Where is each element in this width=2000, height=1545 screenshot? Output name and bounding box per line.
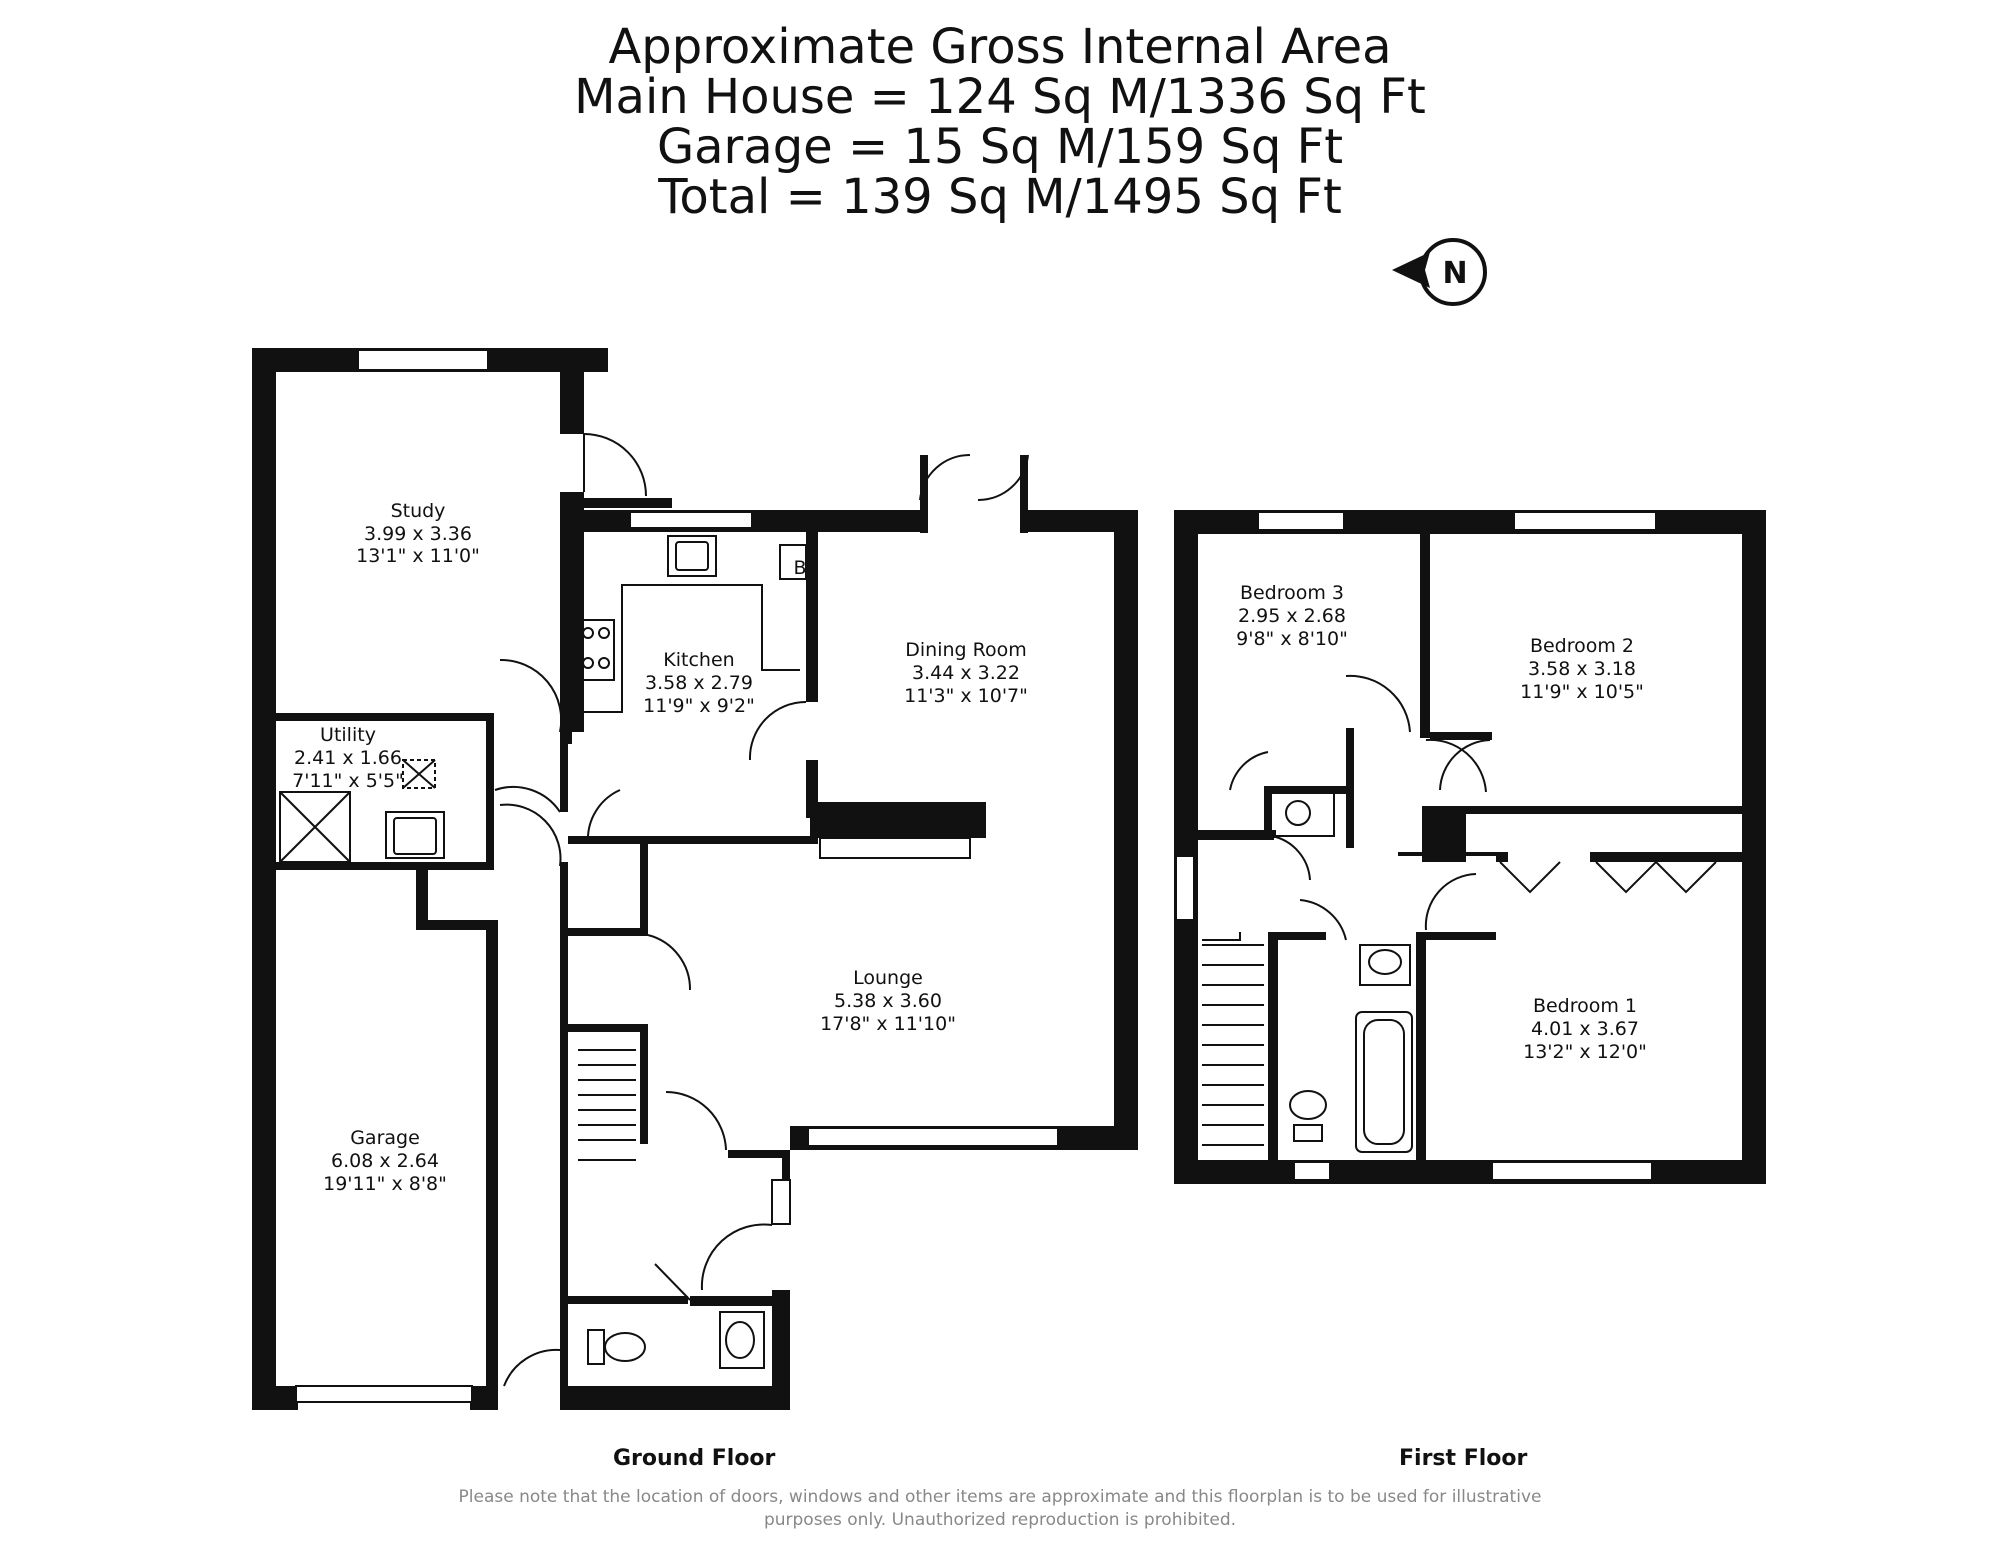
disclaimer: Please note that the location of doors, …	[0, 1486, 2000, 1532]
garage-area: Garage = 15 Sq M/159 Sq Ft	[656, 119, 1344, 175]
first-floor-plan	[1174, 510, 1766, 1184]
bedroom3-metric: 2.95 x 2.68	[1238, 605, 1346, 627]
garage-name: Garage	[350, 1127, 420, 1149]
kitchen-metric: 3.58 x 2.79	[645, 672, 753, 694]
dining-name: Dining Room	[905, 639, 1026, 661]
bedroom3-imperial: 9'8" x 8'10"	[1236, 628, 1348, 650]
bedroom2-name: Bedroom 2	[1530, 635, 1634, 657]
disclaimer-line-1: Please note that the location of doors, …	[458, 1487, 1542, 1507]
compass-icon: N	[1392, 238, 1487, 306]
total-area: Total = 139 Sq M/1495 Sq Ft	[658, 169, 1342, 225]
ground-floor-label: Ground Floor	[613, 1446, 776, 1471]
utility-metric: 2.41 x 1.66	[294, 747, 402, 769]
lounge-metric: 5.38 x 3.60	[834, 990, 942, 1012]
lounge-imperial: 17'8" x 11'10"	[820, 1013, 956, 1035]
bedroom3-name: Bedroom 3	[1240, 582, 1344, 604]
area-summary: Approximate Gross Internal Area Main Hou…	[0, 22, 2000, 222]
study-name: Study	[391, 500, 446, 522]
kitchen-name: Kitchen	[663, 649, 734, 671]
compass-letter: N	[1442, 256, 1467, 291]
bedroom1-imperial: 13'2" x 12'0"	[1523, 1041, 1647, 1063]
main-house-area: Main House = 124 Sq M/1336 Sq Ft	[574, 69, 1426, 125]
first-floor-room-labels: Bedroom 3 2.95 x 2.68 9'8" x 8'10" Bedro…	[1236, 582, 1647, 1063]
garage-imperial: 19'11" x 8'8"	[323, 1173, 447, 1195]
garage-metric: 6.08 x 2.64	[331, 1150, 439, 1172]
dining-metric: 3.44 x 3.22	[912, 662, 1020, 684]
study-imperial: 13'1" x 11'0"	[356, 545, 480, 567]
boiler-label: B	[793, 557, 806, 579]
ground-floor-room-labels: Study 3.99 x 3.36 13'1" x 11'0" Kitchen …	[292, 500, 1028, 1195]
disclaimer-line-2: purposes only. Unauthorized reproduction…	[763, 1510, 1237, 1530]
area-title: Approximate Gross Internal Area	[608, 19, 1392, 75]
dining-imperial: 11'3" x 10'7"	[904, 685, 1028, 707]
lounge-name: Lounge	[853, 967, 923, 989]
utility-imperial: 7'11" x 5'5"	[292, 770, 404, 792]
bedroom2-metric: 3.58 x 3.18	[1528, 658, 1636, 680]
bedroom1-name: Bedroom 1	[1533, 995, 1637, 1017]
bedroom1-metric: 4.01 x 3.67	[1531, 1018, 1639, 1040]
ground-floor-plan	[252, 348, 1138, 1410]
study-metric: 3.99 x 3.36	[364, 523, 472, 545]
utility-name: Utility	[320, 724, 376, 746]
kitchen-imperial: 11'9" x 9'2"	[643, 695, 755, 717]
first-floor-label: First Floor	[1399, 1446, 1528, 1471]
bedroom2-imperial: 11'9" x 10'5"	[1520, 681, 1644, 703]
